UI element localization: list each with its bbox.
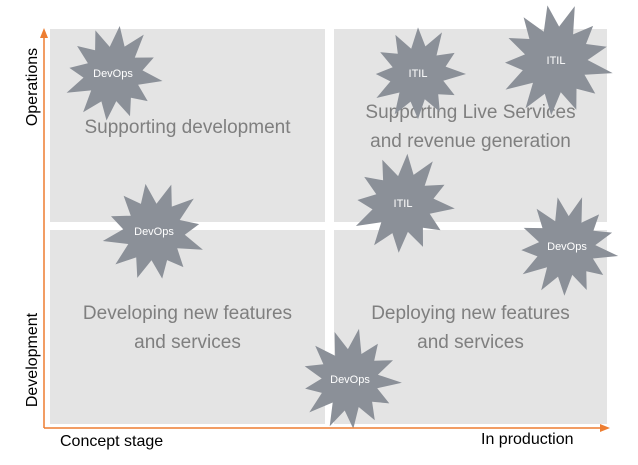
quadrant-text-line: Deploying new features <box>371 303 570 324</box>
burst-label: ITIL <box>393 198 413 210</box>
quadrant-text-line: and services <box>134 332 241 353</box>
burst-label: ITIL <box>408 68 428 80</box>
x-axis-label-in-production: In production <box>481 431 574 448</box>
x-axis-arrow <box>600 424 610 432</box>
x-axis-label-concept-stage: Concept stage <box>60 433 164 450</box>
quadrant-label-supporting-development: Supporting development <box>84 117 291 138</box>
starburst-polygon <box>66 26 163 121</box>
burst-label: ITIL <box>546 55 566 67</box>
burst-label: DevOps <box>330 374 370 386</box>
burst-label: DevOps <box>93 68 133 80</box>
starburst-polygon <box>505 5 613 116</box>
quadrant-text-line: and services <box>417 332 524 353</box>
starburst-shape <box>102 183 203 279</box>
quadrant-text-line: Developing new features <box>82 303 293 324</box>
starburst-polygon <box>102 183 203 279</box>
starburst-shape <box>521 197 619 296</box>
devops-burst: DevOps <box>102 180 206 284</box>
itil-burst: ITIL <box>351 152 455 256</box>
burst-label: DevOps <box>134 226 174 238</box>
starburst-shape <box>375 27 466 120</box>
quadrant-label-developing-new-features: Developing new features and services <box>50 299 325 357</box>
devops-burst: DevOps <box>63 24 163 124</box>
starburst-polygon <box>521 197 619 296</box>
y-axis-label-operations: Operations <box>24 47 41 127</box>
starburst-shape <box>355 153 455 253</box>
starburst-shape <box>505 5 613 116</box>
starburst-polygon <box>375 27 466 120</box>
quadrant-text-line: and revenue generation <box>370 131 571 152</box>
devops-burst: DevOps <box>515 195 619 299</box>
quadrant-label-deploying-new-features: Deploying new features and services <box>334 299 607 357</box>
quadrant-bottom-left <box>50 230 325 424</box>
starburst-shape <box>66 26 163 121</box>
itil-burst: ITIL <box>498 3 614 119</box>
devops-burst: DevOps <box>298 328 402 432</box>
starburst-polygon <box>355 153 455 253</box>
starburst-shape <box>304 328 402 429</box>
y-axis-label-development: Development <box>24 312 41 408</box>
itil-burst: ITIL <box>370 26 466 122</box>
y-axis-arrow <box>40 28 48 38</box>
burst-label: DevOps <box>547 241 587 253</box>
starburst-polygon <box>304 328 402 429</box>
